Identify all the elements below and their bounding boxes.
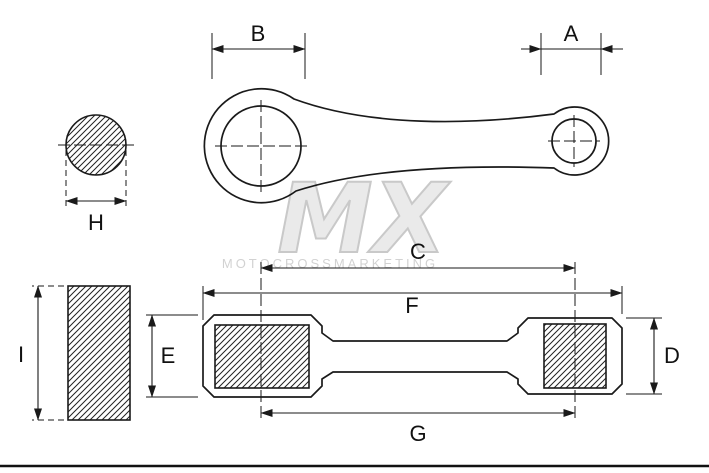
big-end-section [214,324,310,389]
crank-pin-side-view [67,285,131,421]
connecting-rod-top-view [203,87,610,204]
dimension-label-a: A [564,21,579,46]
dimension-label-b: B [251,21,266,46]
watermark: MX MOTOCROSSMARKETING [222,162,452,276]
dimension-g: G [260,409,576,446]
dimension-label-h: H [88,210,104,235]
dimension-label-g: G [409,421,426,446]
connecting-rod-side-view [202,262,623,422]
dimension-label-i: I [18,342,24,367]
dimension-label-c: C [410,239,426,264]
dimension-label-e: E [161,343,176,368]
dimension-c: C [260,239,576,272]
dimension-d: D [626,317,680,395]
dimension-h: H [65,150,127,235]
dimension-label-f: F [405,293,418,318]
crank-pin-body [67,285,131,421]
rod-outline [203,87,610,204]
watermark-caption: MOTOCROSSMARKETING [222,256,438,271]
dimension-label-d: D [664,343,680,368]
dimension-b: B [211,21,306,79]
crank-pin-end-view [58,114,134,176]
dimension-a: A [521,21,623,75]
dimension-f: F [202,286,623,320]
dimension-e: E [146,314,198,398]
dimension-i: I [18,285,64,421]
watermark-mx-logo: MX [277,163,451,275]
